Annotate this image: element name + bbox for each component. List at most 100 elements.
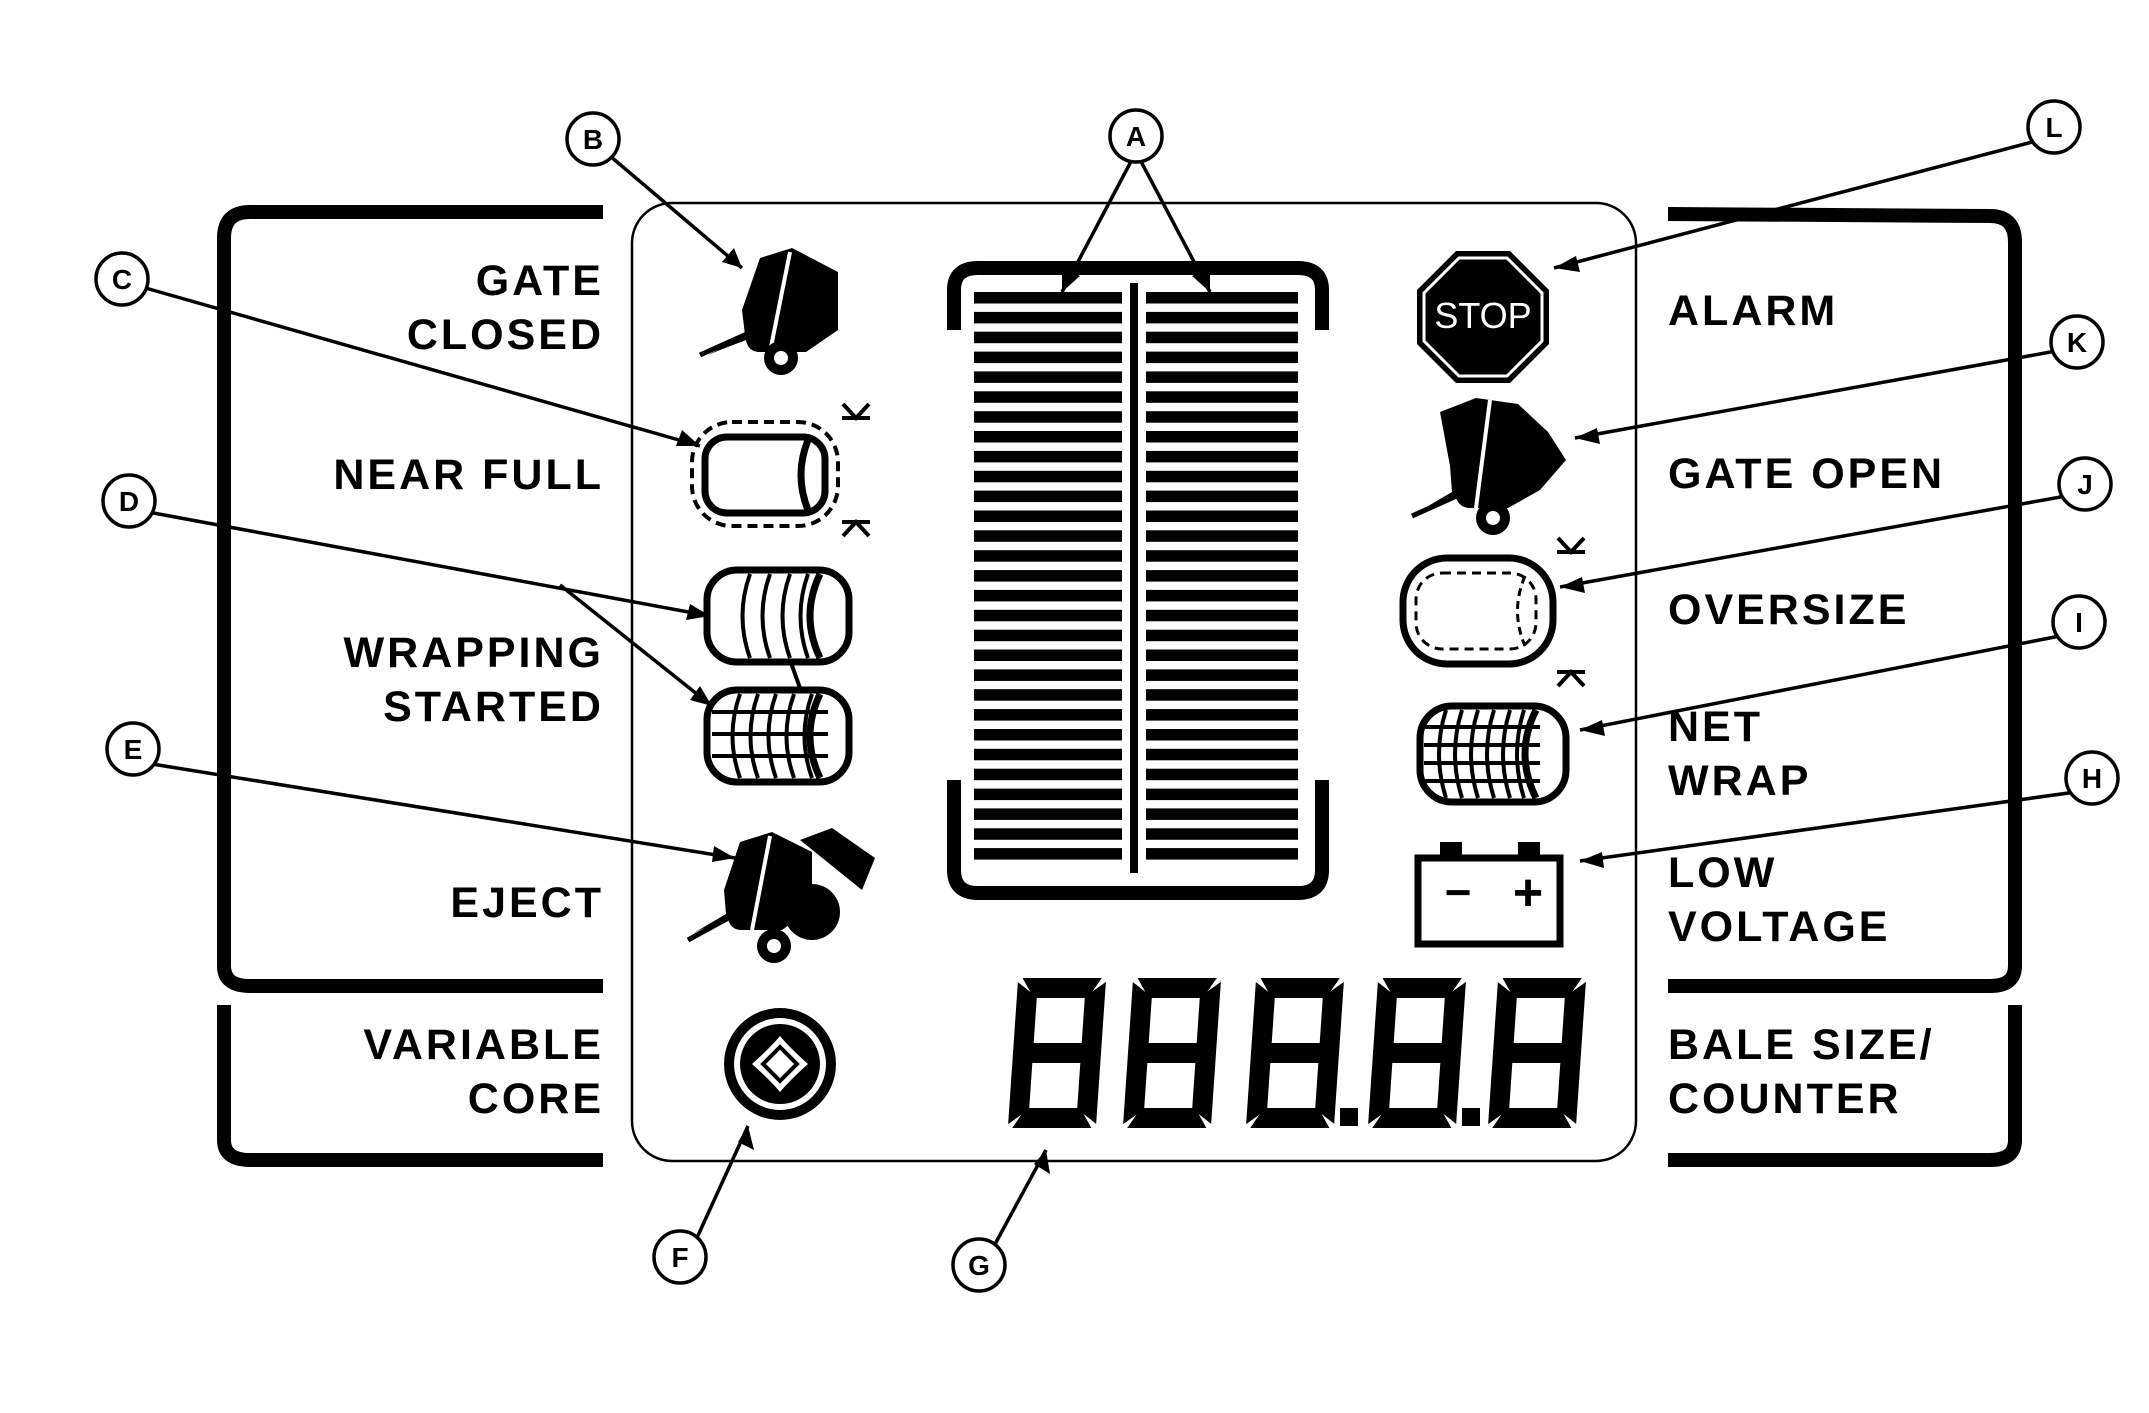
callout-g-label: G xyxy=(968,1250,990,1281)
bar-segment xyxy=(1146,351,1298,364)
gate-open-icon xyxy=(1410,398,1566,535)
bar-segment xyxy=(974,570,1122,582)
left-frame xyxy=(217,205,603,1167)
bar-segment xyxy=(1146,510,1298,522)
digit-segment xyxy=(1557,1052,1582,1124)
digit-segment xyxy=(1382,978,1462,998)
digit-segment xyxy=(1012,982,1037,1054)
digit-segment xyxy=(1319,981,1344,1054)
digit-hollow xyxy=(1391,1065,1439,1106)
bar-segment xyxy=(1146,431,1298,443)
digit-hollow xyxy=(1150,1000,1198,1041)
bar-segment xyxy=(974,808,1122,820)
stop-sign-text: STOP xyxy=(1434,295,1531,336)
right-frame xyxy=(1667,207,2022,1167)
label-wrapping-started-line2: STARTED xyxy=(383,683,604,731)
callout-e: E xyxy=(105,721,161,777)
label-wrapping-started-line1: WRAPPING xyxy=(343,629,604,677)
bar-segment xyxy=(1146,649,1298,661)
digit-hollow xyxy=(1269,1065,1317,1106)
bar-segment xyxy=(1146,530,1298,542)
callout-g: G xyxy=(951,1237,1007,1293)
callout-a-label: A xyxy=(1126,121,1146,152)
net-wrap-icon xyxy=(1416,702,1570,806)
digit-segment xyxy=(1192,1052,1217,1124)
digit-hollow xyxy=(1031,1065,1079,1106)
callout-k-label: K xyxy=(2067,327,2087,358)
digit-segment xyxy=(1437,1052,1462,1124)
decimal-point xyxy=(1340,1108,1358,1126)
callout-d: D xyxy=(101,473,157,529)
callout-i-label: I xyxy=(2075,607,2083,638)
bar-segment xyxy=(974,729,1122,741)
wrapping-started-icon xyxy=(703,566,853,786)
seven-segment-counter xyxy=(1008,978,1586,1128)
bar-segment xyxy=(974,550,1122,562)
label-gate-closed-line2: CLOSED xyxy=(406,311,604,359)
label-variable-core-line2: CORE xyxy=(467,1075,604,1123)
label-net-wrap: NET WRAP xyxy=(1668,700,1811,808)
bale-fill-bar-graph xyxy=(947,261,1329,900)
bar-graph-frame xyxy=(947,261,1329,330)
callout-e-label: E xyxy=(124,734,143,765)
callout-h-label: H xyxy=(2082,763,2102,794)
digit-hollow xyxy=(1395,1000,1443,1041)
bar-segment xyxy=(1146,589,1298,602)
label-wrapping-started: WRAPPING STARTED xyxy=(344,626,605,734)
label-net-wrap-line1: NET xyxy=(1668,703,1763,751)
label-eject: EJECT xyxy=(450,876,604,930)
digit-segment xyxy=(1372,1108,1452,1128)
digit-hollow xyxy=(1511,1065,1559,1106)
bar-segment xyxy=(974,788,1122,801)
digit-segment xyxy=(1137,978,1217,998)
digit-segment xyxy=(1196,981,1221,1054)
digit-segment xyxy=(1502,978,1582,998)
bar-segment xyxy=(974,748,1122,761)
bar-segment xyxy=(1146,411,1298,423)
bar-segment xyxy=(974,431,1122,443)
digit-segment xyxy=(1081,981,1106,1054)
label-eject-line1: EJECT xyxy=(450,879,604,927)
digit-segment xyxy=(1441,981,1466,1054)
bar-segment xyxy=(1146,669,1298,681)
bar-column-right xyxy=(1146,292,1298,860)
bar-segment xyxy=(1146,490,1298,503)
callout-b: B xyxy=(565,111,621,167)
label-near-full: NEAR FULL xyxy=(333,448,604,502)
battery-minus-sign: − xyxy=(1445,866,1472,918)
bar-segment xyxy=(974,510,1122,522)
bar-segment xyxy=(1146,550,1298,562)
variable-core-icon xyxy=(724,1008,836,1120)
digit-hollow xyxy=(1146,1065,1194,1106)
bar-segment xyxy=(974,351,1122,364)
bar-segment xyxy=(974,828,1122,840)
bar-segment xyxy=(1146,629,1298,642)
bar-segment xyxy=(1146,570,1298,582)
label-variable-core-line1: VARIABLE xyxy=(363,1021,604,1069)
bar-segment xyxy=(1146,748,1298,761)
digit-segment xyxy=(1260,978,1340,998)
battery-icon: − + xyxy=(1414,842,1564,948)
bar-segment xyxy=(1146,828,1298,840)
bar-segment xyxy=(974,371,1122,383)
leader-lines xyxy=(141,134,2091,1247)
bar-segment xyxy=(974,391,1122,403)
label-oversize: OVERSIZE xyxy=(1668,583,1909,637)
bar-segment xyxy=(974,649,1122,661)
digit-segment xyxy=(1077,1052,1102,1124)
bar-segment xyxy=(974,709,1122,721)
digit-segment xyxy=(1372,982,1397,1054)
bar-segment xyxy=(974,292,1122,304)
digit-hollow xyxy=(1035,1000,1083,1041)
bar-segment xyxy=(974,411,1122,423)
label-bale-size-counter-line1: BALE SIZE/ xyxy=(1668,1021,1935,1069)
callout-j-label: J xyxy=(2077,469,2093,500)
label-alarm-line1: ALARM xyxy=(1668,287,1839,335)
bar-segment xyxy=(1146,371,1298,383)
callout-l: L xyxy=(2026,99,2082,155)
label-low-voltage-line2: VOLTAGE xyxy=(1668,903,1891,951)
bar-segment xyxy=(974,331,1122,344)
label-variable-core: VARIABLE CORE xyxy=(363,1018,604,1126)
decimal-point xyxy=(1462,1108,1480,1126)
